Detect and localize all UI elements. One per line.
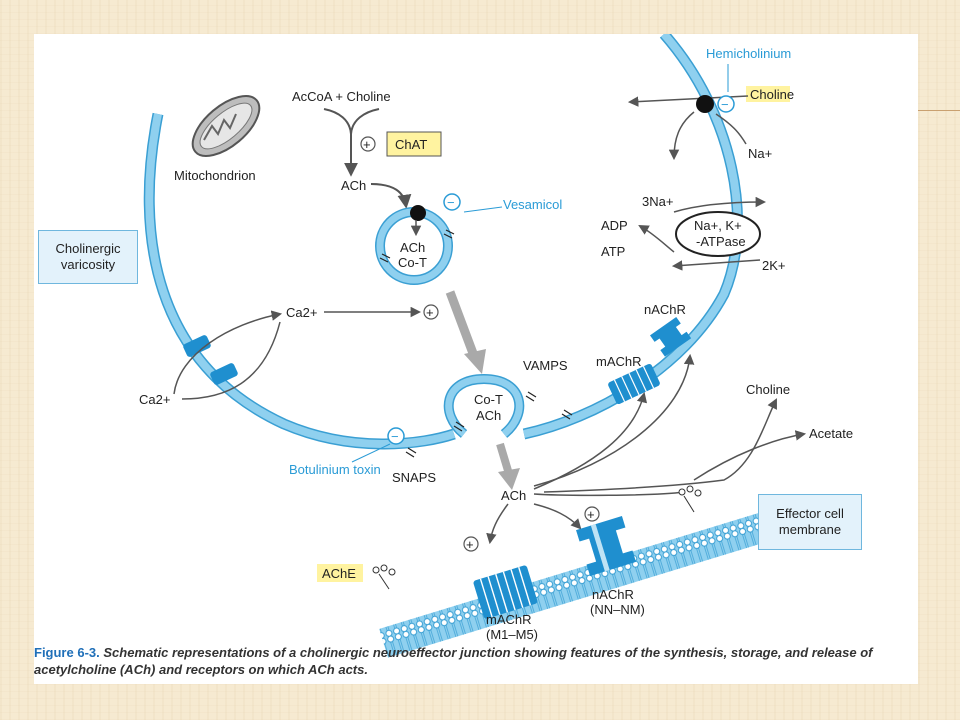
mitochondrion-icon — [191, 95, 261, 157]
adp-label: ADP — [601, 218, 628, 233]
effector-membrane — [379, 500, 809, 658]
ache-enzyme-icon — [372, 564, 396, 590]
hemicholinium-minus-sign: − — [721, 97, 729, 112]
botulinium-label: Botulinium toxin — [289, 462, 381, 477]
diagram-svg: Mitochondrion AcCoA + Choline + ChAT ACh… — [139, 34, 853, 658]
machr-plus-sign: + — [466, 537, 474, 552]
figure-panel: Mitochondrion AcCoA + Choline + ChAT ACh… — [34, 34, 918, 684]
plus-chat-sign: + — [363, 137, 371, 152]
snaps-label: SNAPS — [392, 470, 436, 485]
nachr-plus-sign: + — [587, 507, 595, 522]
presynaptic-machr-icon — [608, 363, 660, 405]
hemicholinium-minus-icon — [717, 95, 735, 113]
decorative-line — [918, 110, 960, 111]
synaptic-vesicle — [375, 205, 455, 285]
postsynaptic-machr-icon — [473, 565, 538, 619]
chat-label: ChAT — [395, 137, 427, 152]
vesamicol-minus-sign: − — [447, 195, 455, 210]
three-na-label: 3Na+ — [642, 194, 673, 209]
mitochondrion-label: Mitochondrion — [174, 168, 256, 183]
fused-ach-label: ACh — [476, 408, 501, 423]
release-arrow — [498, 468, 520, 490]
botulinium-minus-icon — [387, 427, 405, 445]
two-k-label: 2K+ — [762, 258, 786, 273]
atpase-label-1: Na+, K+ — [694, 218, 742, 233]
vesamicol-label: Vesamicol — [503, 197, 562, 212]
accoa-choline-label: AcCoA + Choline — [292, 89, 391, 104]
vesicle-transport-arrow — [464, 349, 486, 374]
vesamicol-minus-icon — [443, 193, 461, 211]
calcium-channel-2 — [210, 363, 238, 385]
ache-label: AChE — [322, 566, 356, 581]
chat-box — [386, 131, 442, 157]
ache-enzyme-icon-right — [678, 485, 702, 513]
atpase-label-2: -ATPase — [696, 234, 746, 249]
choline-transporter-icon — [696, 95, 714, 113]
ca-inside-label: Ca2+ — [286, 305, 317, 320]
ach-top-label: ACh — [341, 178, 366, 193]
machr-mid-label: mAChR — [596, 354, 642, 369]
ca-outside-label: Ca2+ — [139, 392, 170, 407]
atp-label: ATP — [601, 244, 625, 259]
effector-membrane-box: Effector cell membrane — [758, 494, 862, 550]
choline-highlight — [746, 86, 790, 102]
atpase-pump — [675, 211, 761, 257]
caption-number: Figure 6-3. — [34, 645, 100, 660]
hemicholinium-label: Hemicholinium — [706, 46, 791, 61]
na-top-label: Na+ — [748, 146, 772, 161]
ach-cleft-label: ACh — [501, 488, 526, 503]
choline-top-label: Choline — [750, 87, 794, 102]
ache-highlight — [317, 564, 363, 582]
caption-text: Schematic representations of a cholinerg… — [34, 645, 873, 677]
ca-plus-sign: + — [426, 305, 434, 320]
vamps-label: VAMPS — [523, 358, 568, 373]
acetate-label: Acetate — [809, 426, 853, 441]
machr-bottom-label-1: mAChR — [486, 612, 532, 627]
nachr-bottom-label-1: nAChR — [592, 587, 634, 602]
botulinium-minus-sign: − — [391, 429, 399, 444]
fused-vesicle — [443, 373, 537, 438]
choline-right-label: Choline — [746, 382, 790, 397]
cholinergic-varicosity-box: Cholinergic varicosity — [38, 230, 138, 284]
vesicle-ach-label: ACh — [400, 240, 425, 255]
machr-bottom-label-2: (M1–M5) — [486, 627, 538, 642]
calcium-channel-1 — [183, 335, 211, 357]
presynaptic-nachr-icon — [650, 316, 692, 357]
figure-caption: Figure 6-3. Schematic representations of… — [34, 644, 918, 678]
nachr-top-label: nAChR — [644, 302, 686, 317]
postsynaptic-nachr-icon — [576, 516, 636, 576]
fused-cot-label: Co-T — [474, 392, 503, 407]
vesicle-cot-label: Co-T — [398, 255, 427, 270]
nachr-bottom-label-2: (NN–NM) — [590, 602, 645, 617]
